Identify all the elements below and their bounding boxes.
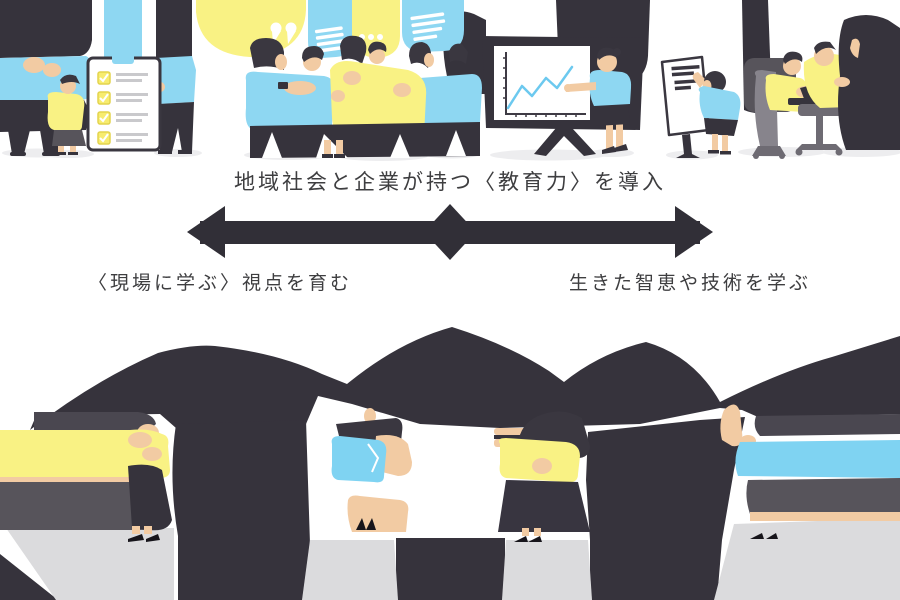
worker-blue — [331, 408, 412, 532]
checklist-clipboard-icon — [47, 0, 162, 155]
quote-glyph — [270, 22, 297, 44]
arrow-center-diamond — [424, 204, 476, 260]
desk-worker — [752, 51, 860, 159]
worker-right — [720, 404, 900, 539]
dark-column-left — [172, 420, 310, 600]
top-caption: 地域社会と企業が持つ〈教育力〉を導入 — [234, 171, 666, 194]
arrow-left-head — [187, 206, 225, 258]
screen-presenter — [564, 47, 632, 154]
arrow-right-head — [675, 206, 713, 258]
presentation-line-chart-screen — [482, 36, 644, 156]
branch-label-right: 生きた智恵や技術を学ぶ — [568, 273, 811, 294]
speech-bubble-lines2-icon — [402, 0, 464, 52]
checklist-rows — [97, 71, 148, 145]
flipchart-writer — [692, 71, 741, 155]
dark-column-mid — [396, 538, 505, 600]
worker-left — [0, 412, 172, 542]
right-people-group — [660, 15, 900, 159]
floor-panels — [6, 518, 900, 600]
chart-trend-line — [506, 65, 574, 110]
corner-wedge-left — [0, 554, 58, 600]
center-people-group — [245, 35, 482, 158]
top-scene — [0, 0, 900, 161]
right-edge-silhouette — [834, 15, 900, 150]
dark-hills-silhouette — [30, 327, 900, 430]
worker-yellow — [494, 411, 590, 542]
bottom-scene — [0, 327, 900, 600]
flow-arrow — [187, 204, 713, 260]
branch-label-left: 〈現場に学ぶ〉視点を育む — [87, 273, 352, 294]
clipboard-presenter — [47, 74, 86, 155]
dark-column-right — [586, 417, 745, 600]
